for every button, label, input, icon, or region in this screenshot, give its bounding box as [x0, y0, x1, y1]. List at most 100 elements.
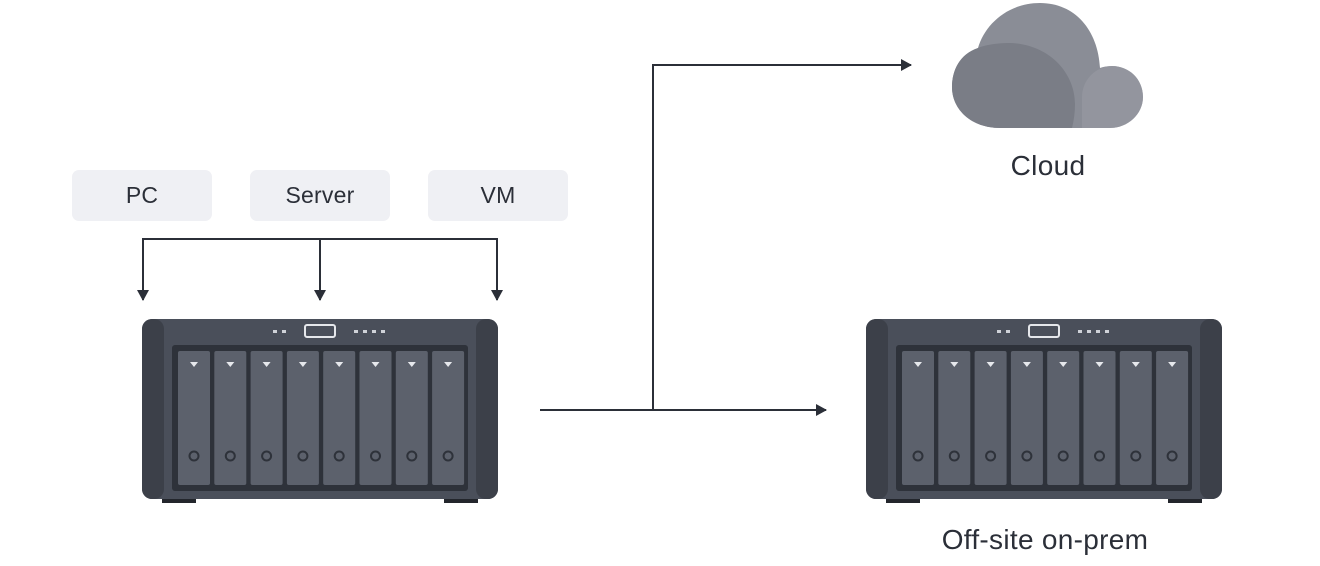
- drive-led-icon: [297, 450, 309, 462]
- drive-bay: [395, 351, 428, 485]
- drive-led-icon: [1021, 450, 1033, 462]
- eject-icon: [1131, 362, 1140, 367]
- drive-led-icon: [948, 450, 960, 462]
- eject-icon: [1168, 362, 1177, 367]
- status-light: [1087, 330, 1091, 333]
- eject-icon: [1095, 362, 1104, 367]
- drive-bay: [1156, 351, 1189, 485]
- drive-led-icon: [333, 450, 345, 462]
- eject-icon: [190, 362, 198, 367]
- eject-icon: [226, 362, 235, 367]
- destination-connectors: [540, 59, 912, 416]
- status-light: [282, 330, 286, 333]
- drive-tray: [359, 351, 392, 485]
- drive-led-icon: [912, 450, 924, 462]
- status-light: [363, 330, 367, 333]
- offsite-label: Off-site on-prem: [941, 524, 1149, 555]
- drive-tray: [974, 351, 1007, 485]
- drive-tray: [1083, 351, 1116, 485]
- drive-tray: [323, 351, 356, 485]
- drive-bay: [214, 351, 247, 485]
- drive-bay: [286, 351, 319, 485]
- nas-side: [476, 319, 498, 499]
- drive-tray: [938, 351, 971, 485]
- drive-led-icon: [224, 450, 236, 462]
- drive-bay: [1010, 351, 1043, 485]
- eject-icon: [1059, 362, 1068, 367]
- drive-tray: [902, 351, 934, 485]
- drive-bay: [432, 351, 465, 485]
- source-server-label: Server: [285, 182, 355, 208]
- drive-bay: [323, 351, 356, 485]
- drive-led-icon: [1166, 450, 1178, 462]
- drive-tray: [395, 351, 428, 485]
- source-server: Server: [250, 170, 390, 221]
- drive-led-icon: [188, 450, 200, 462]
- nas-side: [866, 319, 888, 499]
- status-light: [273, 330, 277, 333]
- drive-bay: [1083, 351, 1116, 485]
- source-vm-label: VM: [480, 182, 516, 208]
- drive-bay: [974, 351, 1007, 485]
- eject-icon: [262, 362, 271, 367]
- eject-icon: [914, 362, 922, 367]
- drive-bay: [250, 351, 283, 485]
- cloud-icon: [952, 3, 1143, 128]
- eject-icon: [444, 362, 453, 367]
- drive-bay: [359, 351, 392, 485]
- drive-led-icon: [985, 450, 997, 462]
- lcd-display: [1028, 324, 1060, 338]
- source-pc: PC: [72, 170, 212, 221]
- drive-bay: [1047, 351, 1080, 485]
- status-light: [354, 330, 358, 333]
- drive-tray: [286, 351, 319, 485]
- status-light: [1006, 330, 1010, 333]
- drive-bay: [902, 351, 934, 485]
- drive-led-icon: [1057, 450, 1069, 462]
- source-connectors: [137, 238, 503, 301]
- cloud-label: Cloud: [1010, 150, 1086, 181]
- eject-icon: [298, 362, 307, 367]
- drive-tray: [1010, 351, 1043, 485]
- drive-bay: [1119, 351, 1152, 485]
- drive-led-icon: [1130, 450, 1142, 462]
- eject-icon: [335, 362, 344, 367]
- eject-icon: [950, 362, 959, 367]
- nas-icon: [866, 319, 1222, 503]
- status-light: [1078, 330, 1082, 333]
- status-light: [381, 330, 385, 333]
- eject-icon: [371, 362, 380, 367]
- status-light: [372, 330, 376, 333]
- source-pc-label: PC: [125, 182, 159, 208]
- drive-tray: [432, 351, 465, 485]
- status-light: [997, 330, 1001, 333]
- drive-led-icon: [370, 450, 381, 462]
- drive-led-icon: [261, 450, 273, 462]
- nas-side: [1200, 319, 1222, 499]
- lcd-display: [304, 324, 336, 338]
- drive-bay: [178, 351, 210, 485]
- nas-icon: [142, 319, 498, 503]
- nas-side: [142, 319, 164, 499]
- drive-tray: [250, 351, 283, 485]
- cloud-caption: Cloud: [948, 150, 1148, 182]
- drive-tray: [1156, 351, 1189, 485]
- arrow-icon: [652, 59, 912, 410]
- drive-tray: [1047, 351, 1080, 485]
- drive-tray: [1119, 351, 1152, 485]
- offsite-caption: Off-site on-prem: [900, 524, 1190, 556]
- eject-icon: [1022, 362, 1031, 367]
- drive-tray: [178, 351, 210, 485]
- source-vm: VM: [428, 170, 568, 221]
- drive-led-icon: [1094, 450, 1105, 462]
- drive-bay: [938, 351, 971, 485]
- drive-led-icon: [442, 450, 454, 462]
- eject-icon: [986, 362, 995, 367]
- drive-led-icon: [406, 450, 418, 462]
- drive-tray: [214, 351, 247, 485]
- status-light: [1096, 330, 1100, 333]
- status-light: [1105, 330, 1109, 333]
- eject-icon: [407, 362, 416, 367]
